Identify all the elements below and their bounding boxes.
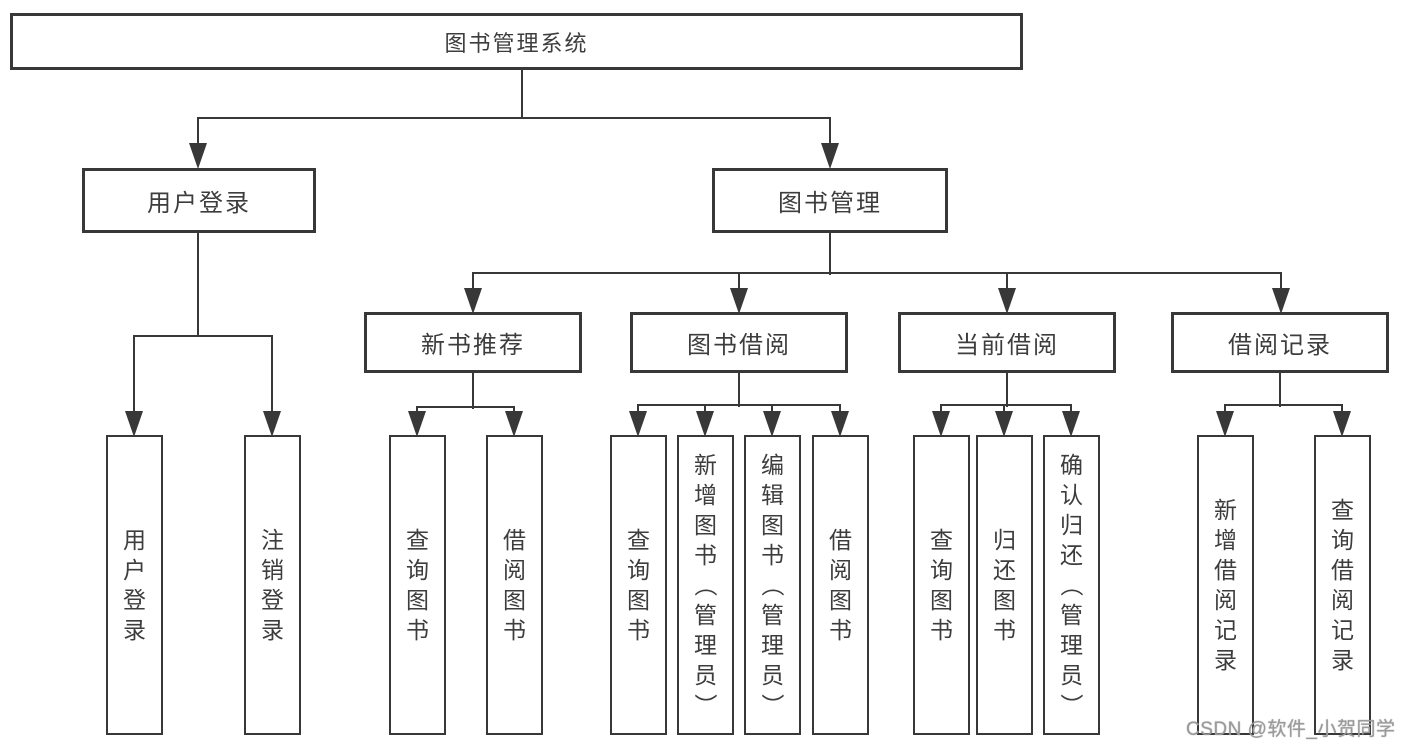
connector-line-vertical <box>132 336 136 412</box>
arrowhead-down-icon <box>995 411 1013 437</box>
arrowhead-down-icon <box>505 411 523 437</box>
connector-line-horizontal <box>939 403 1073 407</box>
arrowhead-down-icon <box>1272 288 1290 314</box>
connector-line-vertical <box>1005 273 1009 289</box>
connector-line-vertical <box>828 118 832 143</box>
arrowhead-down-icon <box>408 411 426 437</box>
arrowhead-down-icon <box>763 411 781 437</box>
arrowhead-down-icon <box>932 411 950 437</box>
node-new-book-recommend: 新书推荐 <box>364 312 582 373</box>
node-leaf-add-borrow-record: 新增借阅记录 <box>1197 435 1254 735</box>
connector-line-horizontal <box>471 271 1283 275</box>
arrowhead-down-icon <box>1333 411 1351 437</box>
connector-line-vertical <box>471 273 475 289</box>
connector-line-vertical <box>415 407 419 412</box>
connector-line-vertical <box>770 405 774 412</box>
connector-line-vertical <box>1279 273 1283 289</box>
arrowhead-down-icon <box>831 411 849 437</box>
node-leaf-add-books-admin: 新增图书（管理员） <box>677 435 734 735</box>
connector-line-vertical <box>196 233 200 337</box>
arrowhead-down-icon <box>821 143 839 169</box>
connector-line-vertical <box>828 233 832 275</box>
connector-line-horizontal <box>636 403 842 407</box>
connector-line-vertical <box>1002 405 1006 412</box>
node-leaf-return-books: 归还图书 <box>976 435 1033 735</box>
node-leaf-borrow-books-1: 借阅图书 <box>486 435 543 735</box>
connector-line-vertical <box>1069 405 1073 412</box>
connector-line-vertical <box>737 273 741 289</box>
node-system-root: 图书管理系统 <box>10 13 1023 70</box>
connector-line-vertical <box>270 336 274 412</box>
arrowhead-down-icon <box>629 411 647 437</box>
arrowhead-down-icon <box>730 288 748 314</box>
arrowhead-down-icon <box>1216 411 1234 437</box>
connector-line-vertical <box>939 405 943 412</box>
node-leaf-edit-books-admin: 编辑图书（管理员） <box>744 435 801 735</box>
node-leaf-borrow-books-2: 借阅图书 <box>812 435 869 735</box>
arrowhead-down-icon <box>263 411 281 437</box>
connector-line-vertical <box>196 118 200 143</box>
connector-line-vertical <box>703 405 707 412</box>
connector-line-vertical <box>471 373 475 409</box>
node-leaf-confirm-return-admin: 确认归还（管理员） <box>1043 435 1100 735</box>
node-current-borrow: 当前借阅 <box>898 312 1116 373</box>
arrowhead-down-icon <box>1062 411 1080 437</box>
node-book-borrow: 图书借阅 <box>630 312 848 373</box>
connector-line-horizontal <box>132 334 274 338</box>
connector-line-vertical <box>1278 373 1282 407</box>
connector-line-vertical <box>838 405 842 412</box>
node-leaf-query-books-1: 查询图书 <box>389 435 446 735</box>
connector-line-vertical <box>636 405 640 412</box>
node-leaf-query-books-2: 查询图书 <box>610 435 667 735</box>
node-borrow-records: 借阅记录 <box>1171 312 1389 373</box>
arrowhead-down-icon <box>696 411 714 437</box>
connector-line-horizontal <box>196 116 832 120</box>
node-leaf-query-books-3: 查询图书 <box>913 435 970 735</box>
connector-line-vertical <box>1340 405 1344 412</box>
arrowhead-down-icon <box>189 143 207 169</box>
connector-line-vertical <box>737 373 741 407</box>
node-book-management: 图书管理 <box>712 168 948 233</box>
node-leaf-user-login: 用户登录 <box>106 435 163 735</box>
arrowhead-down-icon <box>464 288 482 314</box>
node-leaf-logout: 注销登录 <box>244 435 301 735</box>
connector-line-vertical <box>512 407 516 412</box>
connector-line-vertical <box>1223 405 1227 412</box>
node-user-login: 用户登录 <box>82 168 316 233</box>
connector-line-horizontal <box>415 405 516 409</box>
arrowhead-down-icon <box>125 411 143 437</box>
node-leaf-query-borrow-record: 查询借阅记录 <box>1314 435 1371 735</box>
connector-line-vertical <box>1005 373 1009 407</box>
connector-line-horizontal <box>1223 403 1344 407</box>
arrowhead-down-icon <box>998 288 1016 314</box>
connector-line-vertical <box>520 70 524 118</box>
watermark-text: CSDN @软件_小贺同学 <box>1186 719 1396 740</box>
